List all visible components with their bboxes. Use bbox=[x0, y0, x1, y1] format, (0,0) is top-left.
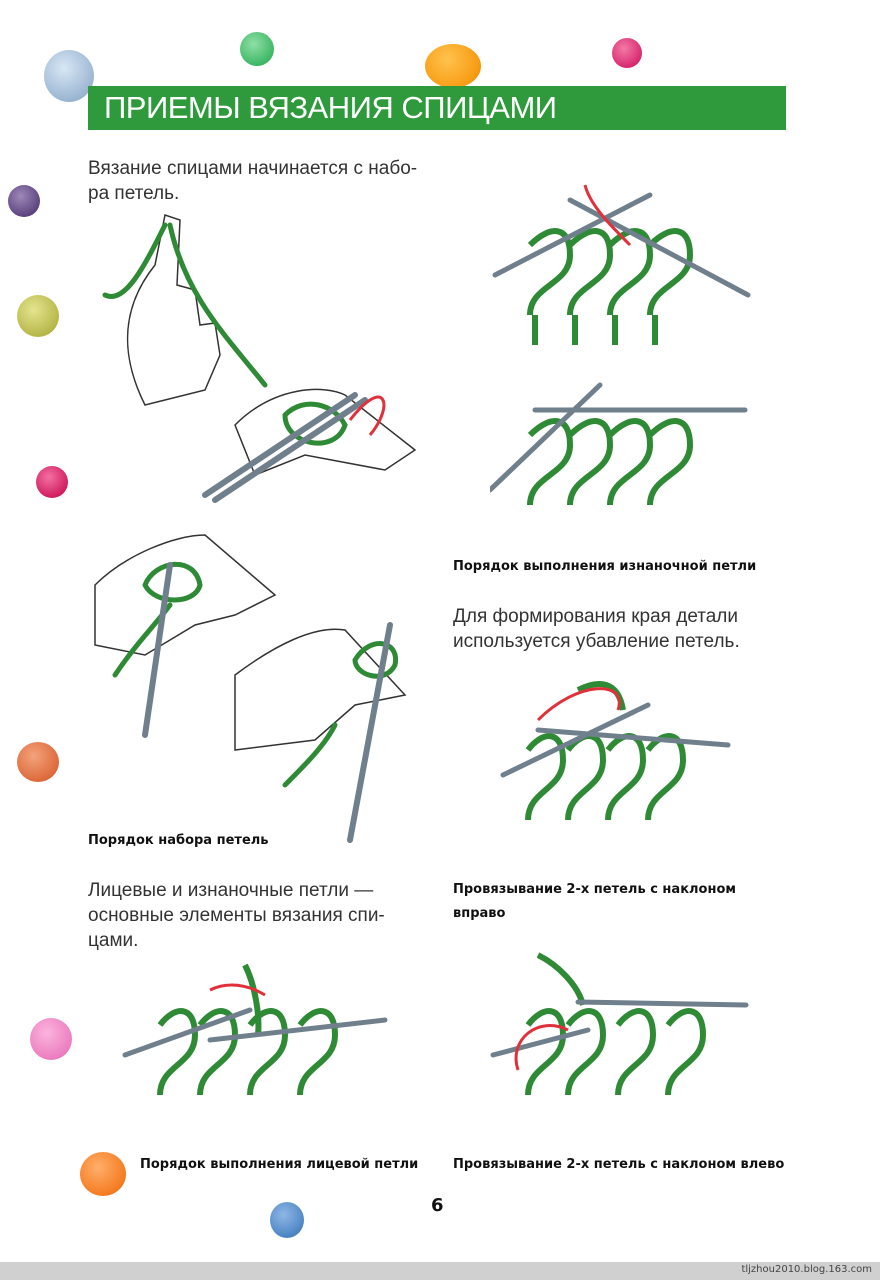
knitting-needle-icon bbox=[490, 999, 749, 1058]
red-arrow bbox=[583, 184, 632, 247]
hand-illustration-icon bbox=[94, 214, 417, 751]
caption-line: Провязывание 2-х петель с наклоном bbox=[453, 882, 737, 897]
purl-stitch-diagram bbox=[490, 184, 751, 506]
yarn-ball-icon bbox=[17, 295, 59, 337]
footer-bar bbox=[0, 1262, 880, 1280]
caption-purl: Порядок выполнения изнаночной петли bbox=[453, 559, 757, 574]
cast-on-illustration bbox=[94, 214, 417, 843]
title-bar bbox=[88, 86, 786, 130]
knit-purl-line: основные элементы вязания спи- bbox=[88, 905, 385, 926]
decrease-left-diagram bbox=[490, 952, 749, 1096]
red-arrow bbox=[536, 687, 621, 722]
intro-text: Вязание спицами начинается с набо- ра пе… bbox=[88, 156, 417, 206]
caption-cast-on: Порядок набора петель bbox=[88, 833, 269, 848]
caption-dec-left: Провязывание 2-х петель с наклоном влево bbox=[453, 1157, 785, 1172]
knit-purl-line: цами. bbox=[88, 930, 139, 951]
caption-line: вправо bbox=[453, 906, 506, 921]
yarn-ball-icon bbox=[80, 1152, 126, 1196]
page-number: 6 bbox=[431, 1195, 444, 1216]
stitch-diagram-icon bbox=[525, 681, 687, 821]
edge-text: Для формирования края детали используетс… bbox=[453, 604, 740, 654]
edge-line: Для формирования края детали bbox=[453, 606, 739, 627]
yarn-ball-icon bbox=[44, 50, 94, 102]
yarn-ball-icon bbox=[30, 1018, 72, 1060]
decrease-right-diagram bbox=[500, 681, 731, 821]
caption-knit: Порядок выполнения лицевой петли bbox=[140, 1157, 419, 1172]
edge-line: используется убавление петель. bbox=[453, 631, 740, 652]
yarn-strand bbox=[102, 222, 398, 788]
caption-dec-right: Провязывание 2-х петель с наклоном вправ… bbox=[453, 878, 736, 926]
knitting-needle-icon bbox=[500, 702, 731, 778]
knit-stitch-diagram bbox=[122, 963, 388, 1096]
intro-line: ра петель. bbox=[88, 183, 180, 204]
yarn-ball-icon bbox=[36, 466, 68, 498]
footer-watermark: tljzhou2010.blog.163.com bbox=[741, 1264, 872, 1275]
page-title: ПРИЕМЫ ВЯЗАНИЯ СПИЦАМИ bbox=[104, 90, 557, 125]
red-arrow bbox=[348, 395, 386, 436]
red-arrow bbox=[514, 1024, 569, 1071]
yarn-ball-icon bbox=[425, 44, 481, 88]
knitting-needle-icon bbox=[122, 1007, 388, 1058]
yarn-ball-icon bbox=[240, 32, 274, 66]
yarn-ball-icon bbox=[8, 185, 40, 217]
yarn-ball-icon bbox=[17, 742, 59, 782]
knit-purl-text: Лицевые и изнаночные петли — основные эл… bbox=[88, 878, 385, 953]
knitting-needle-icon bbox=[142, 392, 393, 843]
stitch-diagram-icon bbox=[527, 228, 694, 506]
intro-line: Вязание спицами начинается с набо- bbox=[88, 158, 418, 179]
knitting-needle-icon bbox=[490, 192, 751, 493]
knit-purl-line: Лицевые и изнаночные петли — bbox=[88, 880, 374, 901]
red-arrow bbox=[209, 983, 266, 997]
yarn-ball-icon bbox=[612, 38, 642, 68]
yarn-ball-icon bbox=[270, 1202, 304, 1238]
